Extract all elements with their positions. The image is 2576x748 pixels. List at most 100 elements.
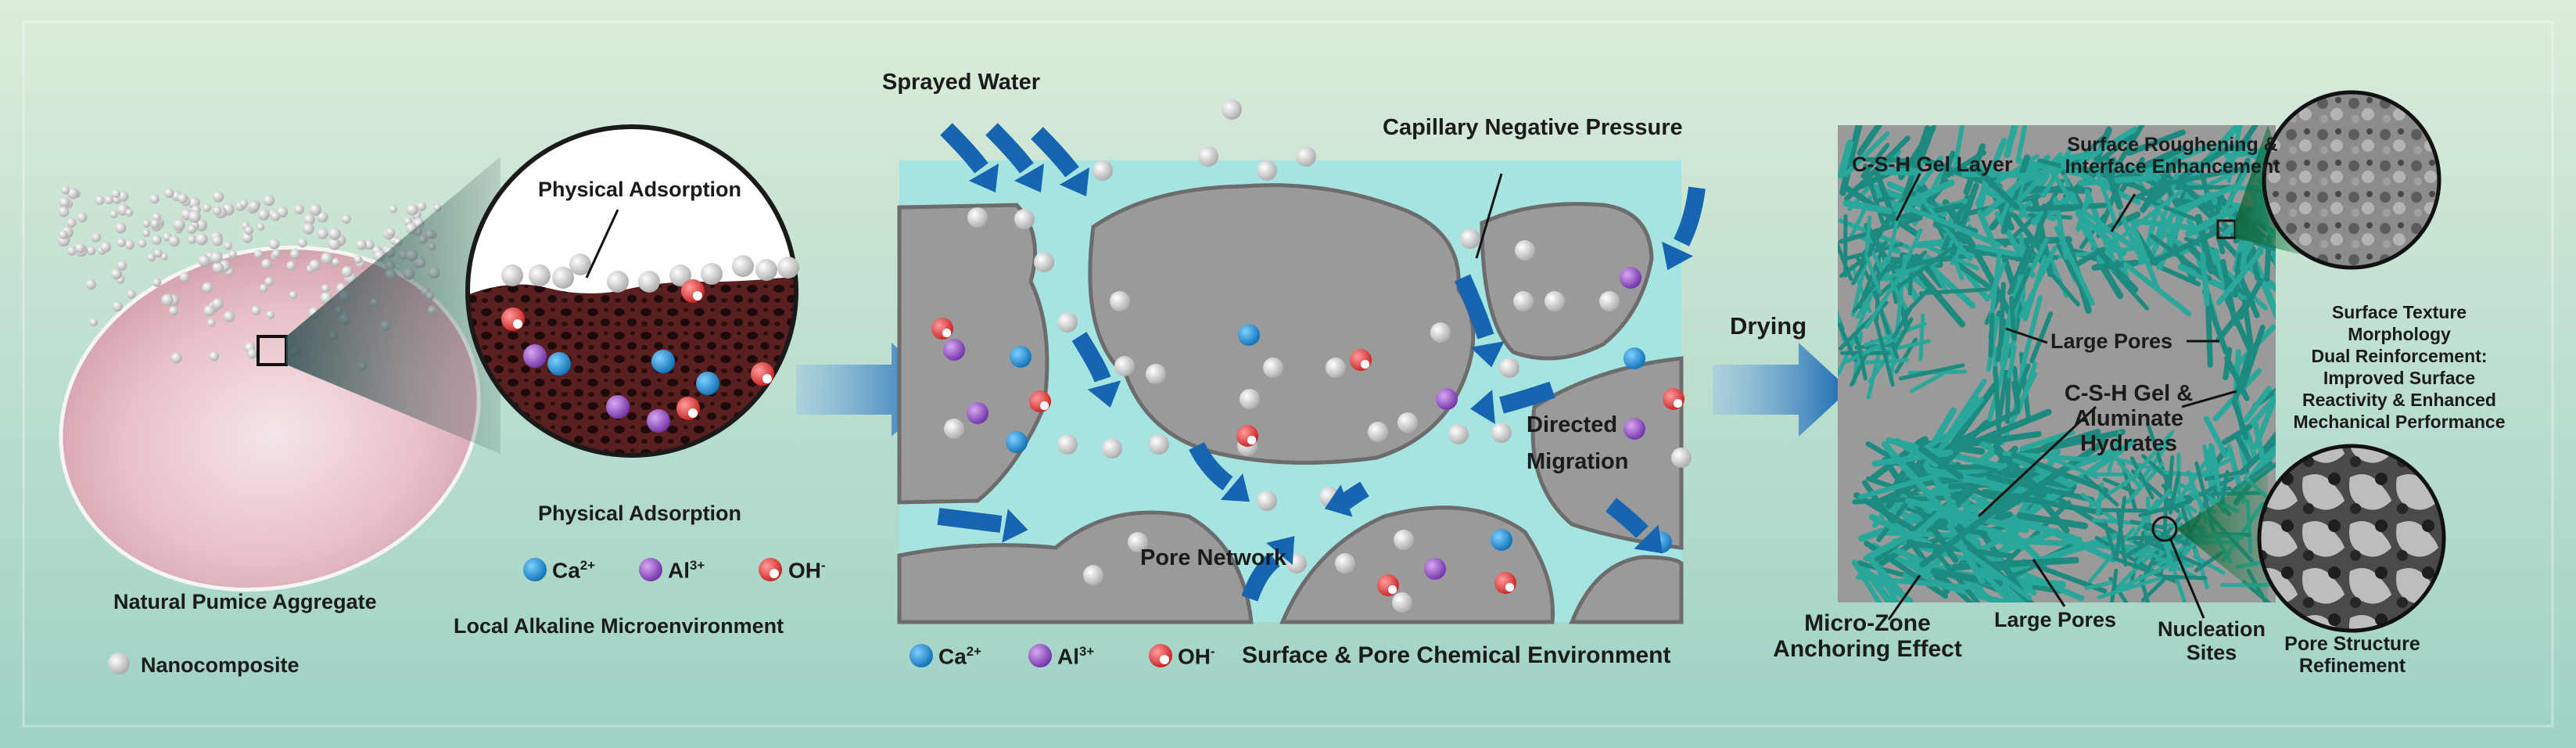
- nanoparticle: [638, 271, 660, 293]
- flow-arrow-body: [1071, 332, 1111, 383]
- nanoparticle: [242, 232, 253, 243]
- nanoparticle: [1198, 146, 1218, 167]
- nanoparticle: [1326, 358, 1346, 378]
- adsorption-pointer: [585, 209, 619, 279]
- nanoparticle: [212, 191, 224, 203]
- csh-needle: [1918, 155, 1943, 187]
- nanoparticle: [321, 252, 333, 264]
- nanoparticle: [95, 196, 105, 205]
- nanoparticle: [211, 235, 223, 246]
- nanoparticle: [328, 227, 342, 240]
- sem-texture: [2262, 90, 2441, 270]
- panel2-caption: Surface & Pore Chemical Environment: [1242, 642, 1671, 668]
- texture-line-2: Morphology: [2348, 324, 2451, 345]
- nanoparticle: [196, 232, 208, 246]
- csh-needle: [2185, 207, 2236, 237]
- csh-needle: [2107, 430, 2122, 473]
- csh-needle: [1982, 154, 2051, 217]
- nanoparticle: [356, 239, 367, 250]
- nanoparticle: [147, 253, 156, 262]
- ca-ion: [696, 372, 719, 395]
- csh-needle: [2050, 457, 2099, 480]
- flow-arrow-head: [1059, 167, 1090, 196]
- nanoparticle: [253, 250, 264, 259]
- csh-needle: [1951, 125, 1965, 177]
- csh-needle: [2151, 553, 2200, 581]
- nanoparticle: [1034, 252, 1054, 272]
- csh-needle: [2019, 429, 2076, 452]
- csh-needle: [1946, 523, 1986, 584]
- csh-needle: [2140, 578, 2165, 602]
- csh-needle: [1893, 317, 1914, 351]
- arrow-right-2: [1713, 343, 1849, 437]
- nanoparticle: [967, 207, 988, 228]
- csh-needle: [2243, 386, 2272, 423]
- nanoparticle: [266, 311, 274, 319]
- flow-arrow-head: [1087, 380, 1121, 408]
- oh-ion: [1377, 574, 1399, 596]
- csh-needle: [1966, 159, 2020, 210]
- nanoparticle: [303, 214, 315, 225]
- csh-needle: [1882, 457, 1959, 563]
- pore-refine-label: Pore Structure Refinement: [2274, 633, 2431, 677]
- csh-needle: [1868, 513, 1933, 548]
- micro-zone-label: Micro-Zone Anchoring Effect: [1758, 610, 1977, 662]
- nanoparticle: [341, 266, 353, 278]
- oh-ion: [676, 397, 700, 420]
- csh-needle: [2235, 434, 2253, 463]
- nanoparticle: [66, 187, 79, 200]
- texture-label: Surface Texture Morphology Dual Reinforc…: [2274, 301, 2524, 433]
- csh-needle: [2138, 499, 2193, 518]
- nanoparticle: [244, 225, 253, 236]
- csh-needle: [2241, 325, 2266, 388]
- csh-needle: [1856, 574, 1983, 592]
- nanoparticle: [1296, 146, 1316, 167]
- legend1-spheres: [108, 558, 782, 674]
- nanoparticle: [1257, 491, 1277, 511]
- nucleation-line-2: Sites: [2186, 640, 2237, 664]
- nanoparticle: [223, 311, 235, 322]
- csh-needle: [2088, 472, 2141, 509]
- csh-needle: [2158, 264, 2201, 287]
- oh-hydrogen: [942, 329, 952, 338]
- csh-needle: [1899, 363, 1965, 381]
- nanoparticle: [117, 191, 129, 202]
- nanoparticle: [264, 277, 274, 286]
- csh-needle: [2139, 196, 2198, 222]
- csh-needle: [1852, 263, 1892, 313]
- flow-arrow-head: [1220, 473, 1250, 502]
- nanoparticle: [100, 241, 112, 253]
- nanoparticle: [1092, 160, 1113, 181]
- micro-zone-line-1: Micro-Zone: [1804, 610, 1931, 636]
- csh-needle: [1986, 473, 2095, 502]
- nanoparticle: [213, 206, 222, 216]
- flow-arrow-head: [1634, 524, 1663, 554]
- csh-needle: [2054, 225, 2095, 306]
- pore-refine-line-1: Pore Structure: [2284, 633, 2420, 655]
- directed-label-2: Migration: [1527, 449, 1629, 474]
- nanoparticle: [1110, 291, 1130, 311]
- nanoparticle: [188, 210, 201, 223]
- nanoparticle: [87, 246, 96, 256]
- csh-needle: [2223, 347, 2233, 380]
- csh-needle: [1918, 287, 1989, 296]
- nanoparticle: [89, 318, 99, 327]
- al-ion: [523, 344, 547, 368]
- al-ion: [647, 409, 670, 433]
- csh-needle: [2054, 150, 2099, 164]
- oh-hydrogen: [688, 408, 698, 418]
- legend1-oh: OH-: [788, 558, 826, 583]
- zoom-cone: [286, 156, 500, 454]
- nanoparticle: [732, 255, 754, 277]
- roughening-line-2: Interface Enhancement: [2065, 155, 2280, 178]
- csh-needle: [2072, 126, 2138, 170]
- gel-line-1: C-S-H Gel &: [2064, 381, 2194, 406]
- nanoparticle: [1397, 412, 1418, 433]
- nanoparticle: [501, 264, 523, 286]
- nanoparticle: [1392, 592, 1412, 613]
- nanoparticle: [389, 205, 398, 214]
- nanoparticle: [1128, 532, 1148, 552]
- nanoparticle: [124, 239, 135, 250]
- legend2-spheres: [909, 644, 1172, 667]
- al-ion: [1424, 558, 1446, 580]
